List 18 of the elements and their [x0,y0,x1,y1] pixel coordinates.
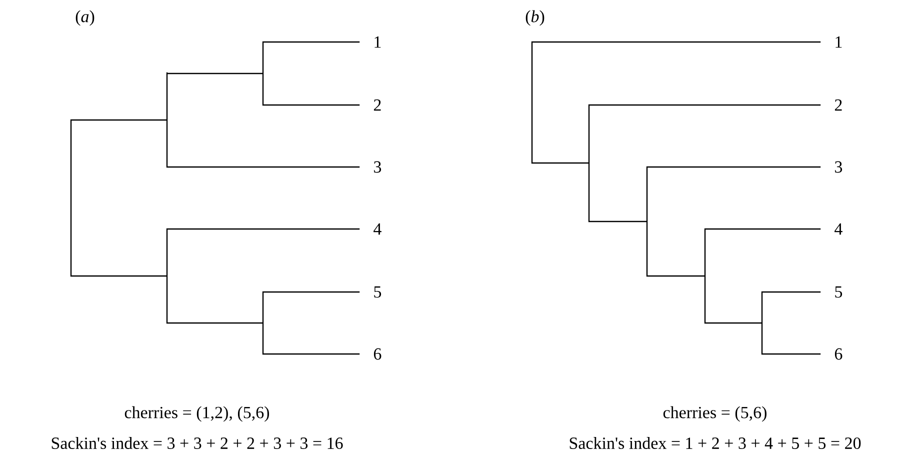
leaf-number: 1 [374,36,381,48]
leaf-number: 4 [374,223,382,235]
caption-text: Sackin's index = 1 + 2 + 3 + 4 + 5 + 5 = 20 [570,437,861,449]
panel-label: (b) [526,10,544,26]
leaf-number: 1 [836,36,842,48]
leaf-number: 3 [835,161,842,173]
caption-text: Sackin's index = 3 + 3 + 2 + 2 + 3 + 3 = 16 [52,437,343,449]
leaf-number: 4 [834,223,842,235]
caption-text: cherries = (1,2), (5,6) [124,406,270,422]
leaf-number: 6 [374,348,382,360]
leaf-number: 6 [834,348,842,360]
leaf-number: 5 [835,286,842,298]
panel-label: (a) [76,10,94,26]
caption-text: cherries = (5,6) [663,406,766,422]
leaf-number: 5 [374,286,382,298]
leaf-number: 2 [374,99,381,111]
leaf-number: 2 [834,99,842,111]
leaf-number: 3 [374,161,382,173]
